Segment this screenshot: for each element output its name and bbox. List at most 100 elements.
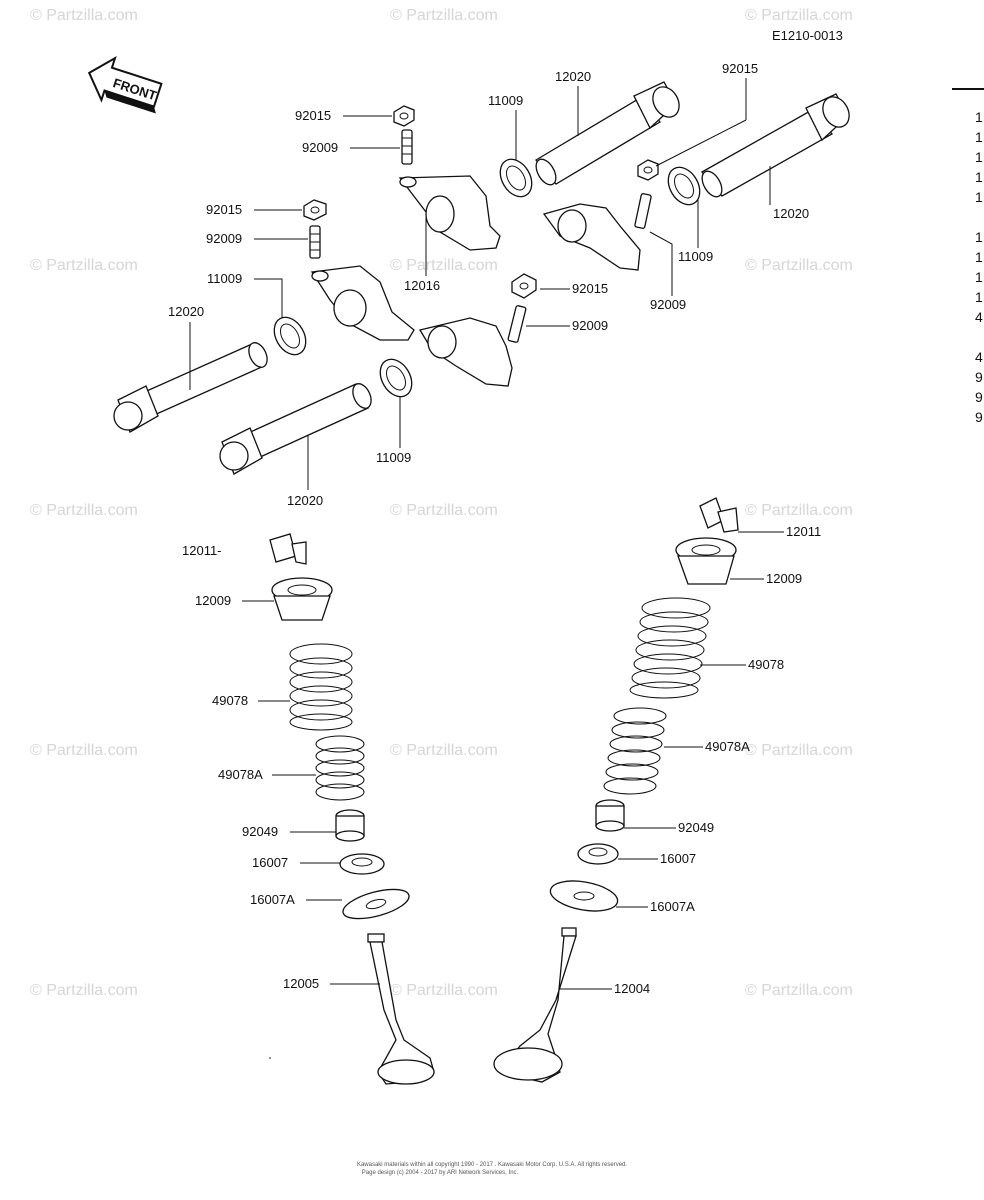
index-entry: 9 xyxy=(975,389,983,405)
rocker-shaft-12020-top[interactable] xyxy=(532,81,684,188)
watermark: © Partzilla.com xyxy=(745,257,853,274)
callout-16007A: 16007A xyxy=(650,899,695,914)
watermark: © Partzilla.com xyxy=(745,7,853,24)
callout-49078: 49078 xyxy=(212,693,248,708)
watermark: © Partzilla.com xyxy=(390,502,498,519)
rocker-shaft-12020-lower[interactable] xyxy=(219,381,375,475)
spring-seat-16007A-right[interactable] xyxy=(548,876,620,915)
spring-retainer-12009-right[interactable] xyxy=(675,537,737,585)
callout-49078A: 49078A xyxy=(218,767,263,782)
watermark: © Partzilla.com xyxy=(390,742,498,759)
nut-92015-b[interactable] xyxy=(303,199,327,221)
stem-seal-92049-left[interactable] xyxy=(335,809,365,842)
callout-92015: 92015 xyxy=(572,281,608,296)
watermark: © Partzilla.com xyxy=(745,502,853,519)
adjusting-screw-92009-a[interactable] xyxy=(401,129,413,165)
adjusting-screw-92009-d[interactable] xyxy=(507,305,527,343)
index-entry: 9 xyxy=(975,409,983,425)
valve-spring-49078A-left[interactable] xyxy=(315,735,365,801)
rocker-arm-12016-lower[interactable] xyxy=(418,317,513,387)
washer-11009-lower[interactable] xyxy=(374,354,418,403)
callout-11009: 11009 xyxy=(678,249,713,264)
callout-12020: 12020 xyxy=(168,304,204,319)
callout-16007: 16007 xyxy=(252,855,288,870)
valve-cotter-12011-right[interactable] xyxy=(699,497,739,533)
index-entry: 4 xyxy=(975,349,983,365)
callout-12011: 12011- xyxy=(182,543,222,558)
watermark: © Partzilla.com xyxy=(30,742,138,759)
rocker-arm-12016-right[interactable] xyxy=(542,203,641,271)
index-entry: 1 xyxy=(975,109,983,125)
callout-92009: 92009 xyxy=(650,297,686,312)
callout-92015: 92015 xyxy=(206,202,242,217)
rocker-arm-12016-left[interactable] xyxy=(310,265,415,341)
callout-12004: 12004 xyxy=(614,981,650,996)
washer-11009-left[interactable] xyxy=(268,312,312,361)
intake-valve-12004[interactable] xyxy=(493,927,577,1083)
nut-92015-c[interactable] xyxy=(637,159,659,181)
watermark: © Partzilla.com xyxy=(30,257,138,274)
index-entry: 1 xyxy=(975,269,983,285)
callout-12020: 12020 xyxy=(555,69,591,84)
nut-92015-d[interactable] xyxy=(511,273,537,299)
callout-92049: 92049 xyxy=(242,824,278,839)
ink-dot xyxy=(269,1057,271,1059)
valve-cotter-12011-left[interactable] xyxy=(269,533,307,565)
callout-12009: 12009 xyxy=(766,571,802,586)
callout-12005: 12005 xyxy=(283,976,319,991)
callout-12020: 12020 xyxy=(773,206,809,221)
diagram-code: E1210-0013 xyxy=(772,28,843,43)
rocker-shaft-12020-right[interactable] xyxy=(698,92,854,200)
valve-spring-49078-right[interactable] xyxy=(629,597,711,699)
callout-16007A: 16007A xyxy=(250,892,295,907)
front-arrow-icon: FRONT xyxy=(87,56,163,114)
stem-seal-92049-right[interactable] xyxy=(595,799,625,832)
spring-retainer-12009-left[interactable] xyxy=(271,577,333,621)
exhaust-valve-12005[interactable] xyxy=(367,933,435,1085)
callout-92049: 92049 xyxy=(678,820,714,835)
callout-12016: 12016 xyxy=(404,278,440,293)
index-entry: 1 xyxy=(975,229,983,245)
watermark-layer: © Partzilla.com © Partzilla.com © Partzi… xyxy=(30,7,853,999)
adjusting-screw-92009-c[interactable] xyxy=(634,193,652,229)
callout-92015: 92015 xyxy=(722,61,758,76)
valve-spring-49078A-right[interactable] xyxy=(603,707,667,795)
callout-92009: 92009 xyxy=(572,318,608,333)
adjusting-screw-92009-b[interactable] xyxy=(309,225,321,259)
index-entry: 1 xyxy=(975,129,983,145)
washer-11009-top[interactable] xyxy=(494,154,538,203)
rocker-arm-12016-top[interactable] xyxy=(398,175,501,251)
index-column: 1 1 1 1 1 1 1 1 1 4 4 9 9 9 xyxy=(975,109,983,425)
footer-page-design: Page design (c) 2004 - 2017 by ARI Netwo… xyxy=(362,1170,519,1176)
callout-12011: 12011 xyxy=(786,524,821,539)
nut-92015-a[interactable] xyxy=(393,105,415,127)
callout-11009: 11009 xyxy=(207,271,242,286)
spring-seat-16007A-left[interactable] xyxy=(340,884,412,925)
index-entry: 1 xyxy=(975,289,983,305)
spring-seat-16007-right[interactable] xyxy=(577,843,619,865)
callout-49078A: 49078A xyxy=(705,739,750,754)
index-entry: 1 xyxy=(975,169,983,185)
spring-seat-16007-left[interactable] xyxy=(339,853,385,875)
washer-11009-right[interactable] xyxy=(662,162,706,211)
watermark: © Partzilla.com xyxy=(30,982,138,999)
watermark: © Partzilla.com xyxy=(390,7,498,24)
rocker-shaft-12020-left[interactable] xyxy=(113,340,271,433)
watermark: © Partzilla.com xyxy=(390,257,498,274)
footer-copyright: Kawasaki materials within all copyright … xyxy=(357,1162,627,1168)
index-entry: 1 xyxy=(975,249,983,265)
valve-spring-49078-left[interactable] xyxy=(289,643,353,731)
callout-11009: 11009 xyxy=(488,93,523,108)
watermark: © Partzilla.com xyxy=(745,982,853,999)
index-entry: 9 xyxy=(975,369,983,385)
callout-12009: 12009 xyxy=(195,593,231,608)
callout-92009: 92009 xyxy=(302,140,338,155)
watermark: © Partzilla.com xyxy=(30,502,138,519)
watermark: © Partzilla.com xyxy=(390,982,498,999)
callout-49078: 49078 xyxy=(748,657,784,672)
index-entry: 4 xyxy=(975,309,983,325)
index-entry: 1 xyxy=(975,189,983,205)
watermark: © Partzilla.com xyxy=(30,7,138,24)
callout-92015: 92015 xyxy=(295,108,331,123)
